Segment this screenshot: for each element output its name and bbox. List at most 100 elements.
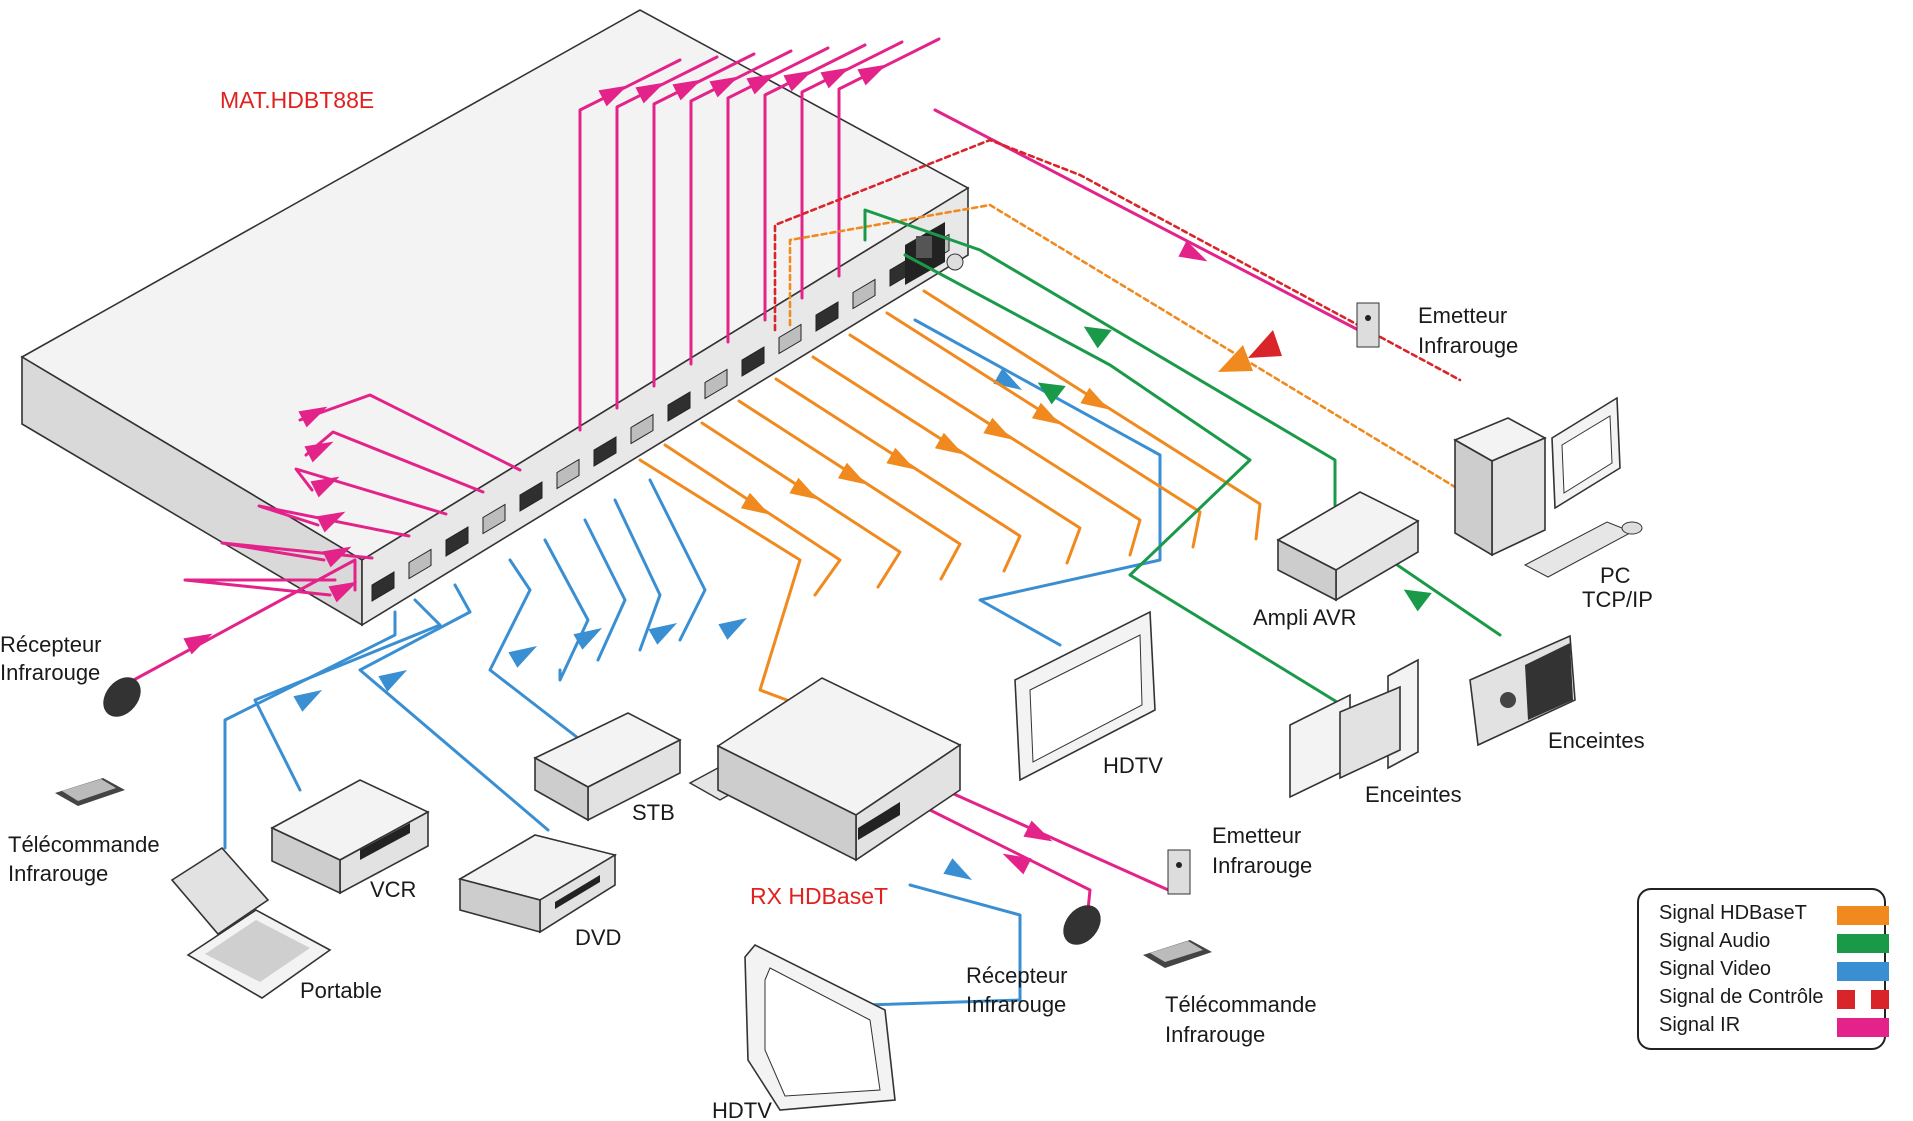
matrix-port-row — [371, 233, 950, 602]
legend-hdbaset-label: Signal HDBaseT — [1659, 902, 1807, 924]
matrix-port — [519, 481, 543, 512]
video-output-cable — [863, 883, 1022, 1007]
ir-output-cable — [837, 37, 941, 278]
ir-arrow — [322, 546, 352, 568]
ir-input-cable — [220, 541, 374, 562]
hdbaset-arrow — [886, 447, 916, 470]
legend-row-audio: Signal Audio — [1659, 930, 1889, 956]
matrix-port — [408, 548, 432, 580]
audio-arrow-3 — [1403, 589, 1432, 612]
video-arrow — [293, 690, 323, 712]
matrix-port — [630, 413, 654, 445]
ir-input-cable — [294, 467, 448, 516]
matrix-port — [741, 346, 765, 377]
hdbaset-arrow — [740, 492, 770, 515]
legend-control-swatch — [1837, 990, 1889, 1009]
ir-output-cable — [652, 52, 756, 388]
matrix-port — [445, 526, 469, 557]
ir-emitter-top-label-1: Emetteur — [1418, 303, 1507, 328]
avr-label: Ampli AVR — [1253, 605, 1357, 630]
matrix-port — [704, 368, 728, 400]
hdbaset-arrow — [983, 417, 1013, 440]
remote-control-icon — [55, 778, 125, 806]
hdbaset-arrow — [1080, 387, 1110, 410]
laptop-label: Portable — [300, 978, 382, 1003]
hdbaset-output-cable — [885, 311, 1202, 549]
ir-output-cable — [578, 58, 682, 432]
matrix-port — [852, 278, 876, 310]
legend-video-swatch — [1837, 962, 1889, 981]
hdtv-center-label: HDTV — [1103, 753, 1163, 778]
speaker-icon — [1469, 634, 1576, 747]
hdbaset-output-cable — [922, 289, 1262, 541]
ir-arrow — [1002, 853, 1032, 875]
ir-emitter-icon — [1356, 302, 1380, 348]
ir-input-cable — [298, 393, 522, 472]
video-cables — [223, 318, 1162, 1007]
ir-input-cable — [128, 558, 357, 684]
hdtv-bottom-label: HDTV — [712, 1098, 772, 1121]
video-input-cable — [648, 478, 707, 642]
legend-audio-swatch — [1837, 934, 1889, 953]
legend-row-hdbaset: Signal HDBaseT — [1659, 902, 1889, 928]
hdbaset-rx-cable — [638, 458, 802, 707]
tv-icon — [744, 944, 896, 1111]
pc-label-1: PC — [1600, 563, 1631, 588]
legend-audio-label: Signal Audio — [1659, 930, 1771, 952]
audio-arrow-1 — [1083, 326, 1112, 349]
pc-label-2: TCP/IP — [1582, 587, 1653, 612]
control-arrow-orange — [1218, 345, 1253, 372]
speakers-right-label: Enceintes — [1548, 728, 1645, 753]
video-arrow — [573, 628, 603, 650]
dvd-label: DVD — [575, 925, 621, 950]
hdbaset-output-cable — [774, 377, 1022, 573]
ir-arrow — [1178, 240, 1208, 262]
ir-arrow — [304, 441, 334, 463]
mouse-icon — [1621, 521, 1643, 535]
tv-icon — [1014, 610, 1156, 782]
matrix-port — [482, 503, 506, 535]
dvd-player-icon — [457, 834, 618, 934]
ir-arrow — [298, 406, 328, 428]
matrix-port — [778, 323, 802, 355]
hdbaset-arrow — [1031, 402, 1061, 425]
ir-arrow — [635, 82, 665, 104]
video-arrow — [943, 858, 973, 880]
ir-arrow — [820, 67, 850, 89]
legend-row-control: Signal de Contrôle — [1659, 986, 1889, 1012]
audio-line-center-speakers — [903, 253, 1352, 712]
ir-arrow — [746, 73, 776, 95]
laptop-icon — [170, 846, 332, 999]
ir-remote-rx-label-2: Infrarouge — [1165, 1022, 1265, 1047]
monitor-icon — [1551, 396, 1621, 510]
ir-remote-left-label-2: Infrarouge — [8, 861, 108, 886]
hdbaset-output-cable — [663, 443, 842, 597]
ir-arrow — [310, 476, 340, 498]
set-top-box-icon — [533, 712, 682, 822]
video-input-cable — [358, 583, 550, 832]
ir-receiver-rx-label-1: Récepteur — [966, 963, 1068, 988]
hdbaset-output-cable — [848, 333, 1142, 557]
ir-input-cable — [918, 803, 1092, 912]
vcr-label: VCR — [370, 877, 416, 902]
control-line-red — [773, 138, 1462, 382]
audio-line-right-speakers — [1388, 558, 1502, 637]
legend-control-label: Signal de Contrôle — [1659, 986, 1824, 1008]
ir-arrow — [316, 511, 346, 533]
ir-input-cable — [257, 504, 411, 538]
ir-arrow — [598, 85, 628, 107]
speakers-center-label: Enceintes — [1365, 782, 1462, 807]
matrix-port — [815, 301, 839, 332]
video-input-cable — [583, 518, 627, 662]
hdbaset-arrow — [934, 432, 964, 455]
legend-ir-swatch — [1837, 1018, 1889, 1037]
control-arrow-red — [1248, 330, 1282, 358]
matrix-switcher — [20, 9, 970, 627]
rx-hdbaset-icon — [688, 677, 962, 862]
video-arrow — [378, 670, 408, 692]
video-arrow — [648, 623, 678, 645]
ir-emitter-rx-label-1: Emetteur — [1212, 823, 1301, 848]
video-arrow — [508, 646, 538, 668]
legend-row-video: Signal Video — [1659, 958, 1889, 984]
